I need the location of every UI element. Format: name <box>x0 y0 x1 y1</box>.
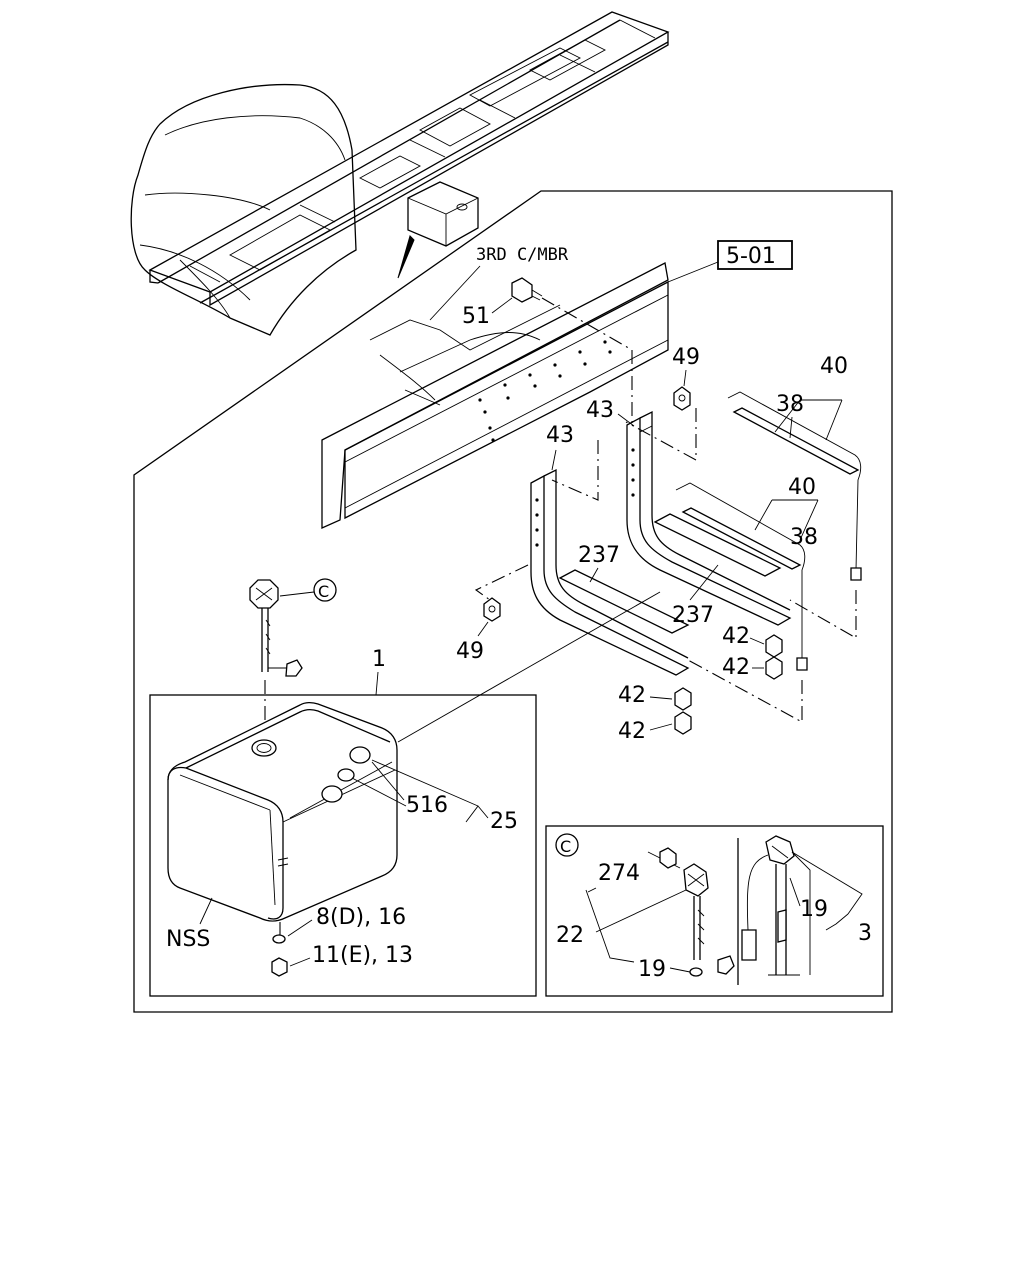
label-nss: NSS <box>166 927 210 952</box>
leader-42-a <box>749 637 765 645</box>
tank-box <box>149 694 537 997</box>
nut-42-b <box>765 656 783 680</box>
bracket-3 <box>791 851 863 931</box>
label-22: 22 <box>556 923 584 948</box>
leader-516 <box>351 761 407 807</box>
bracket-25 <box>371 759 489 823</box>
reference-box: 5-01 <box>667 240 793 283</box>
detail-sender <box>647 847 735 977</box>
leader-38-upper <box>789 416 793 439</box>
label-42-b: 42 <box>722 655 750 680</box>
leader-1 <box>375 671 379 696</box>
label-49-lower: 49 <box>456 639 484 664</box>
bracket-40-upper <box>774 399 843 441</box>
crossmember-label: 3RD C/MBR <box>476 245 569 265</box>
crossmember-leader <box>429 265 481 321</box>
leader-42-c <box>649 696 673 700</box>
leader-237-left <box>589 567 599 583</box>
detail-box-c <box>545 825 884 997</box>
label-42-c: 42 <box>618 683 646 708</box>
leader-237-right <box>689 564 719 601</box>
leader-43-lower <box>551 449 557 471</box>
circle-marker-c-detail-label: C <box>560 837 571 856</box>
label-25: 25 <box>490 809 518 834</box>
fuel-sender-unit <box>249 579 303 740</box>
label-516: 516 <box>406 793 448 818</box>
reference-box-label: 5-01 <box>726 244 776 269</box>
bracket-40-lower <box>754 499 819 541</box>
drain-plug <box>271 922 288 977</box>
truck-chassis-overview <box>130 11 670 336</box>
fuel-tank <box>167 701 398 922</box>
frame-rail <box>321 262 669 530</box>
leader-49-upper <box>683 369 687 387</box>
label-49-upper: 49 <box>672 345 700 370</box>
label-40-upper: 40 <box>820 354 848 379</box>
leader-19-right <box>789 877 801 907</box>
label-43-upper: 43 <box>586 398 614 423</box>
label-42-d: 42 <box>618 719 646 744</box>
main-frame-outline <box>133 190 893 1013</box>
nut-42-d <box>674 711 692 735</box>
label-51: 51 <box>462 304 490 329</box>
nut-49-upper <box>673 386 691 411</box>
circle-marker-c-label: C <box>318 582 329 601</box>
detail-level-gauge <box>741 835 811 976</box>
label-38-lower: 38 <box>790 525 818 550</box>
leader-nss <box>199 897 213 925</box>
label-11e-13: 11(E), 13 <box>312 943 413 968</box>
label-40-lower: 40 <box>788 475 816 500</box>
label-43-lower: 43 <box>546 423 574 448</box>
nut-42-a <box>765 634 783 658</box>
leader-49-lower <box>477 621 489 637</box>
leader-11e-13 <box>289 957 311 967</box>
label-19-right: 19 <box>800 897 828 922</box>
leader-43-upper <box>617 413 635 427</box>
label-8d-16: 8(D), 16 <box>316 905 406 930</box>
circle-marker-c-main: C <box>279 578 337 602</box>
leader-42-d <box>649 723 673 731</box>
circle-marker-c-detail: C <box>555 833 579 857</box>
label-274: 274 <box>598 861 640 886</box>
leader-19-left <box>669 967 691 973</box>
bracket-22 <box>585 887 687 963</box>
label-19-left: 19 <box>638 957 666 982</box>
label-237-left: 237 <box>578 543 620 568</box>
nut-49-lower <box>483 597 501 622</box>
label-237-right: 237 <box>672 603 714 628</box>
label-3: 3 <box>858 921 872 946</box>
leader-51 <box>491 297 513 314</box>
nut-42-c <box>674 687 692 711</box>
leader-tank-bracket <box>397 591 661 743</box>
bolt-51 <box>511 277 633 425</box>
tank-brackets <box>474 391 862 723</box>
leader-8d-16 <box>287 919 313 937</box>
label-42-a: 42 <box>722 624 750 649</box>
label-1: 1 <box>372 647 386 672</box>
